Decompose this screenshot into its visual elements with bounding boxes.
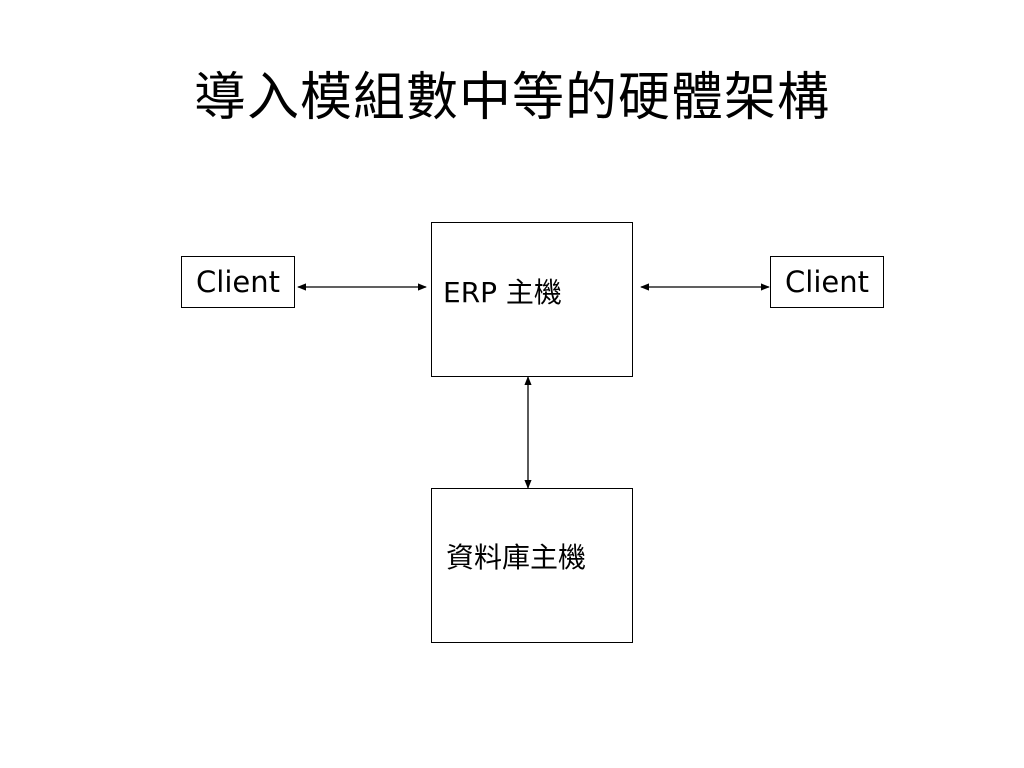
client-left-box: Client: [181, 256, 295, 308]
db-host-box: 資料庫主機: [431, 488, 633, 643]
client-left-label: Client: [196, 265, 280, 299]
slide-title: 導入模組數中等的硬體架構: [193, 68, 830, 128]
erp-host-label: ERP 主機: [443, 276, 562, 309]
erp-host-box: ERP 主機: [431, 222, 633, 377]
client-right-box: Client: [770, 256, 884, 308]
db-host-label: 資料庫主機: [446, 541, 587, 574]
client-right-label: Client: [785, 265, 869, 299]
